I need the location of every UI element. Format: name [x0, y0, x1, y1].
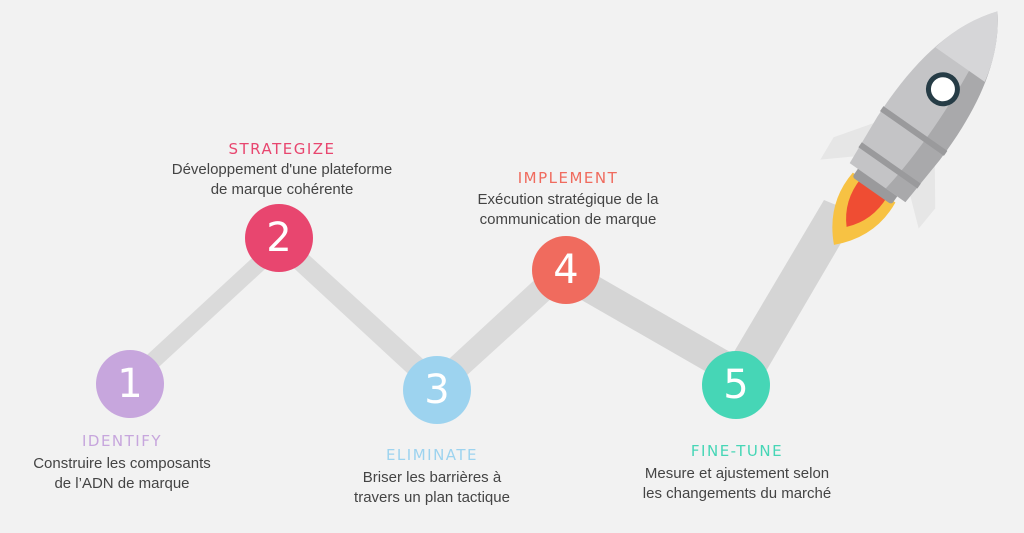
step-4-desc-line2: communication de marque — [479, 211, 657, 228]
step-3-title: ELIMINATE — [385, 446, 479, 464]
rocket-fin-right — [909, 156, 936, 229]
step-3-number: 3 — [424, 367, 450, 413]
rocket-icon — [820, 11, 998, 245]
step-1-desc-line2: de l’ADN de marque — [54, 475, 190, 492]
path-segment-1-2 — [122, 236, 290, 388]
step-5-circle: 5 — [702, 351, 770, 419]
step-2-number: 2 — [266, 215, 292, 261]
path-segment-5-rocket — [728, 200, 858, 378]
step-2-description: Développement d'une plateforme de marque… — [142, 160, 422, 200]
step-4-circle: 4 — [532, 236, 600, 304]
step-4-number: 4 — [553, 247, 579, 293]
step-2-desc-line1: Développement d'une plateforme — [171, 161, 393, 178]
rocket-body-shade — [885, 11, 998, 203]
step-3-desc-line2: travers un plan tactique — [354, 489, 510, 506]
rocket-fin-left — [820, 120, 883, 160]
step-1-title: IDENTIFY — [81, 432, 163, 450]
step-5-desc-line1: Mesure et ajustement selon — [644, 465, 830, 482]
step-2-desc-line2: de marque cohérente — [210, 181, 354, 198]
rocket-nozzle — [853, 166, 899, 204]
step-5-title: FINE-TUNE — [690, 442, 784, 460]
rocket-window-glass — [930, 77, 955, 102]
step-1-desc-line1: Construire les composants — [33, 455, 211, 472]
rocket-ring-upper — [880, 106, 948, 156]
step-5-description: Mesure et ajustement selon les changemen… — [607, 464, 867, 504]
step-4-description: Exécution stratégique de la communicatio… — [448, 190, 688, 230]
rocket-ring-lower — [858, 142, 921, 189]
step-4-desc-line1: Exécution stratégique de la — [477, 191, 659, 208]
step-2-circle: 2 — [245, 204, 313, 272]
path-segment-3-4 — [424, 260, 576, 396]
path-segment-2-3 — [272, 236, 446, 394]
step-1-description: Construire les composants de l’ADN de ma… — [2, 454, 242, 494]
path-segment-4-5 — [556, 252, 752, 398]
step-4-title: IMPLEMENT — [517, 169, 619, 187]
step-3-desc-line1: Briser les barrières à — [362, 469, 502, 486]
step-5-desc-line2: les changements du marché — [642, 485, 832, 502]
step-1-circle: 1 — [96, 350, 164, 418]
step-3-description: Briser les barrières à travers un plan t… — [312, 468, 552, 508]
rocket-nose-highlight — [935, 11, 998, 82]
step-2-title: STRATEGIZE — [228, 140, 336, 158]
step-3-circle: 3 — [403, 356, 471, 424]
step-1-number: 1 — [117, 361, 143, 407]
step-5-number: 5 — [723, 362, 749, 408]
